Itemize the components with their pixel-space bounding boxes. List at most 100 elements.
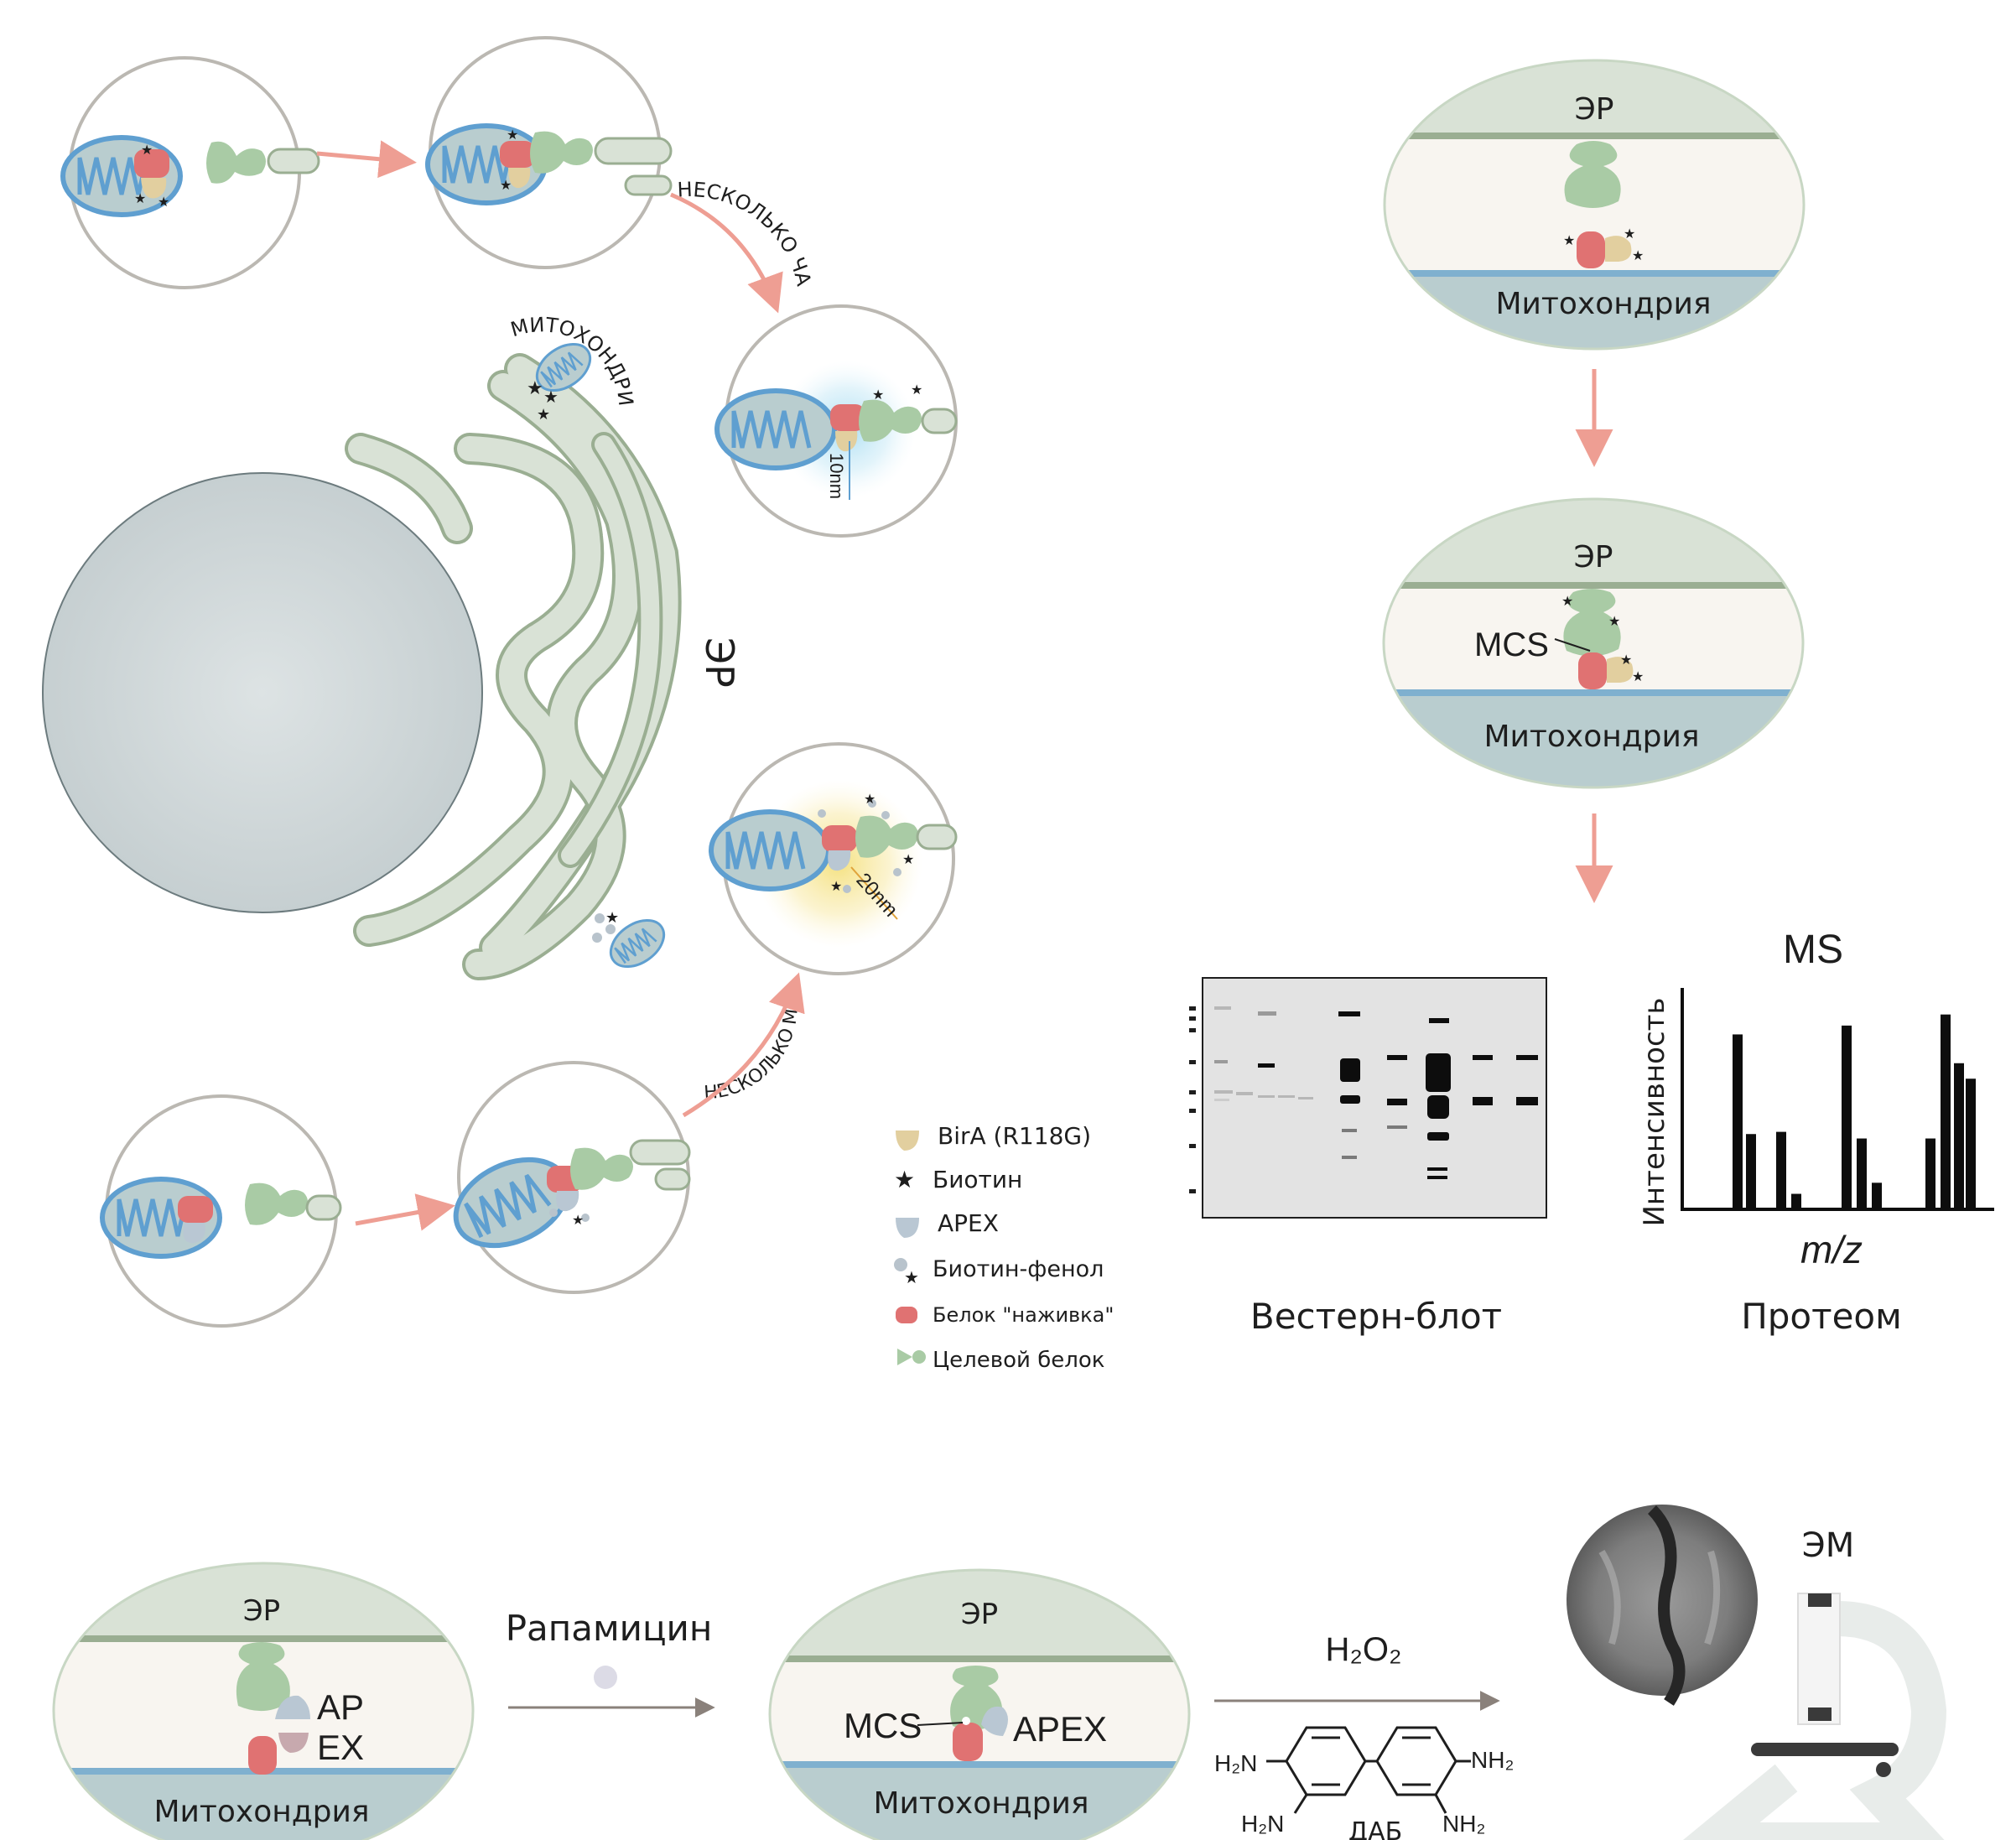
apex-icon bbox=[275, 1695, 310, 1719]
chart-y-label: Интенсивность bbox=[1638, 997, 1671, 1226]
svg-text:ЭР: ЭР bbox=[1574, 540, 1613, 574]
svg-text:★: ★ bbox=[543, 387, 559, 407]
svg-text:★: ★ bbox=[1561, 593, 1573, 609]
svg-text:BirA (R118G): BirA (R118G) bbox=[938, 1122, 1091, 1150]
svg-text:AP: AP bbox=[317, 1687, 364, 1727]
svg-text:★: ★ bbox=[1563, 232, 1575, 248]
svg-text:★: ★ bbox=[902, 851, 914, 867]
svg-text:10nm: 10nm bbox=[826, 453, 847, 499]
svg-text:★: ★ bbox=[134, 190, 146, 206]
svg-text:Митохондрия: Митохондрия bbox=[1483, 720, 1699, 754]
svg-text:Рапамицин: Рапамицин bbox=[506, 1608, 713, 1649]
bira-icon bbox=[1607, 657, 1634, 683]
rapamycin-icon bbox=[594, 1666, 617, 1689]
em-label: ЭМ bbox=[1802, 1526, 1854, 1565]
bait-protein-icon bbox=[953, 1723, 983, 1761]
svg-text:★: ★ bbox=[864, 791, 876, 807]
legend-item: APEX bbox=[896, 1209, 999, 1238]
svg-text:ЭР: ЭР bbox=[697, 637, 742, 688]
svg-text:★: ★ bbox=[605, 909, 619, 927]
legend-item: ★ Биотин-фенол bbox=[894, 1256, 1104, 1287]
bira-icon bbox=[1605, 236, 1632, 262]
zoom-circle-apex-3: ★ ★ ★ 20nm bbox=[711, 742, 958, 975]
ms-bar bbox=[1776, 1131, 1786, 1209]
svg-text:MCS: MCS bbox=[844, 1706, 922, 1745]
bait-protein-icon bbox=[248, 1736, 277, 1775]
target-protein-icon bbox=[1563, 589, 1621, 657]
svg-text:ЭР: ЭР bbox=[961, 1598, 998, 1631]
blot-bands-faint bbox=[1214, 1006, 1313, 1101]
legend-item: ★ Биотин bbox=[894, 1166, 1022, 1193]
legend: BirA (R118G) ★ Биотин APEX ★ Биотин-фено… bbox=[894, 1122, 1114, 1373]
target-protein-icon bbox=[897, 1349, 926, 1365]
arrow-apex-1 bbox=[355, 1193, 455, 1231]
apex-icon bbox=[896, 1218, 919, 1238]
contact-site-oval-1: ЭР ★ ★ ★ Митохондрия bbox=[1383, 59, 1806, 351]
svg-text:ЭР: ЭР bbox=[243, 1594, 280, 1628]
svg-text:EX: EX bbox=[317, 1728, 364, 1767]
ms-bar bbox=[1872, 1182, 1882, 1209]
bait-protein-icon bbox=[1577, 231, 1605, 268]
legend-item: Целевой белок bbox=[897, 1348, 1104, 1373]
bira-icon bbox=[896, 1131, 919, 1151]
svg-text:Целевой белок: Целевой белок bbox=[933, 1348, 1104, 1373]
apex-icon bbox=[278, 1733, 309, 1753]
zoom-circle-apex-2: ★ bbox=[442, 1061, 691, 1294]
svg-text:ЭР: ЭР bbox=[1575, 92, 1614, 127]
svg-text:★: ★ bbox=[500, 177, 512, 193]
svg-text:H₂N: H₂N bbox=[1214, 1750, 1257, 1776]
svg-text:★: ★ bbox=[904, 1267, 919, 1287]
dab-molecule bbox=[1266, 1726, 1471, 1814]
svg-text:★: ★ bbox=[1608, 613, 1620, 629]
svg-text:NH₂: NH₂ bbox=[1442, 1811, 1485, 1837]
contact-site-oval-b: ЭР MCS APEX Митохондрия bbox=[768, 1568, 1191, 1840]
proteome-label: Протеом bbox=[1741, 1296, 1902, 1337]
er-label: ЭР bbox=[697, 637, 742, 688]
chart-x-label: m/z bbox=[1800, 1228, 1863, 1271]
svg-text:★: ★ bbox=[1632, 668, 1644, 684]
svg-text:Биотин-фенол: Биотин-фенол bbox=[933, 1256, 1104, 1282]
svg-text:Биотин: Биотин bbox=[933, 1166, 1022, 1193]
blot-bands-strong bbox=[1258, 1011, 1538, 1179]
er-network bbox=[345, 353, 682, 980]
blot-ladder bbox=[1189, 1006, 1196, 1193]
ms-bar bbox=[1746, 1134, 1756, 1209]
biotin-phenol-icon bbox=[894, 1258, 907, 1271]
svg-text:★: ★ bbox=[141, 142, 153, 158]
dab-reaction: H₂O₂ H₂N NH₂ H₂N NH₂ ДАБ bbox=[1214, 1631, 1514, 1840]
svg-text:APEX: APEX bbox=[938, 1209, 999, 1237]
zoom-circle-bioid-2: ★ ★ bbox=[428, 36, 673, 269]
legend-item: Белок "наживка" bbox=[896, 1303, 1114, 1327]
western-blot-label: Вестерн-блот bbox=[1250, 1296, 1502, 1337]
ms-bar bbox=[1857, 1138, 1867, 1209]
zoom-circle-bioid-3: ★ ★ 10nm bbox=[717, 304, 958, 538]
svg-text:NH₂: NH₂ bbox=[1471, 1747, 1514, 1773]
svg-text:★: ★ bbox=[527, 378, 543, 399]
biotin-phenol-cluster: ★ bbox=[592, 909, 619, 943]
zoom-circle-bioid-1: ★ ★ ★ bbox=[63, 56, 320, 289]
svg-text:Белок "наживка": Белок "наживка" bbox=[933, 1303, 1114, 1327]
arrow-apex-2 bbox=[682, 972, 805, 1118]
contact-site-oval-a: ЭР AP EX Митохондрия bbox=[52, 1562, 475, 1840]
svg-text:★: ★ bbox=[872, 387, 884, 403]
svg-text:★: ★ bbox=[507, 127, 518, 143]
rapamycin-step: Рапамицин bbox=[506, 1608, 715, 1718]
arrow-bioid-2 bbox=[670, 192, 783, 314]
contact-site-oval-2: ЭР ★ ★ ★ ★ MCS Митохондрия bbox=[1382, 497, 1805, 789]
svg-text:★: ★ bbox=[911, 382, 922, 398]
ms-bar bbox=[1925, 1138, 1935, 1209]
svg-text:APEX: APEX bbox=[1013, 1709, 1107, 1749]
svg-text:★: ★ bbox=[830, 878, 842, 894]
svg-text:★: ★ bbox=[572, 1212, 584, 1228]
legend-item: BirA (R118G) bbox=[896, 1122, 1091, 1151]
microscope-icon: ЭМ bbox=[1682, 1526, 1947, 1840]
target-protein-icon bbox=[236, 1642, 290, 1712]
target-protein-icon bbox=[1564, 141, 1621, 208]
zoom-circle-apex-1 bbox=[102, 1094, 342, 1328]
svg-text:ДАБ: ДАБ bbox=[1348, 1817, 1403, 1840]
svg-text:Митохондрия: Митохондрия bbox=[873, 1786, 1089, 1821]
svg-text:H₂N: H₂N bbox=[1241, 1811, 1284, 1837]
svg-text:★: ★ bbox=[1620, 652, 1632, 668]
ms-chart: MS Интенсивность m/z bbox=[1638, 928, 1994, 1271]
svg-text:Митохондрия: Митохондрия bbox=[1495, 287, 1711, 321]
